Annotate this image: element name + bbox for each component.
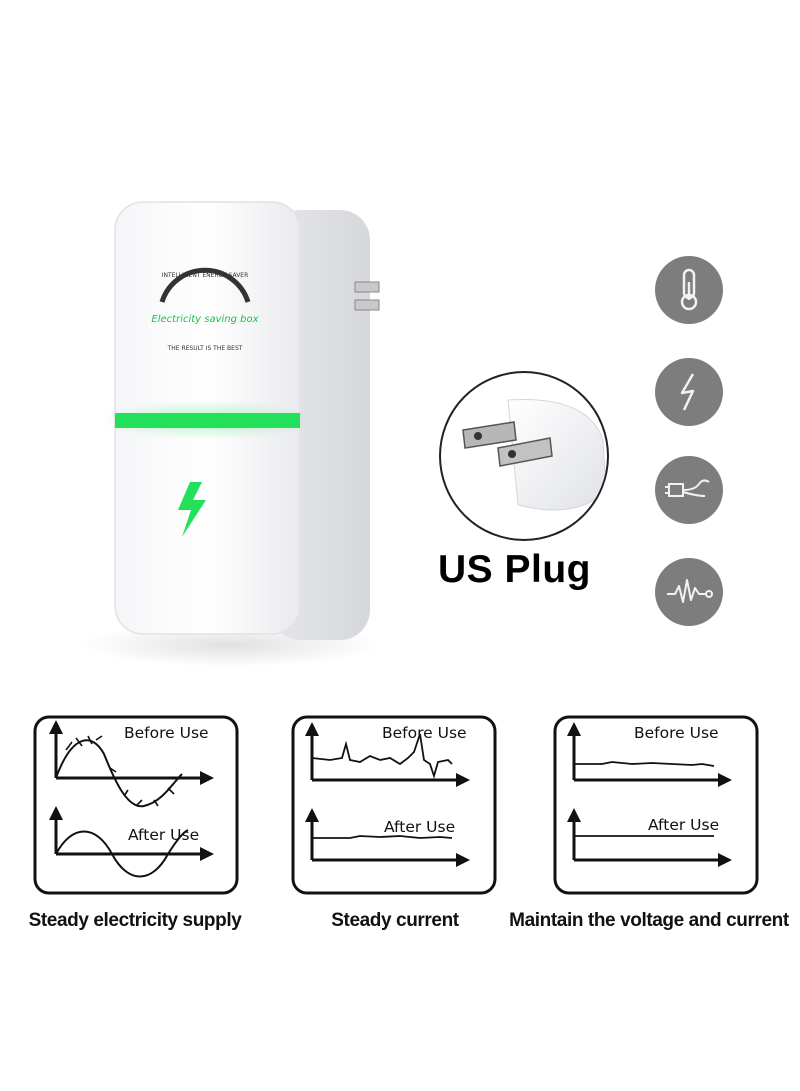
plug-prongs (462, 421, 553, 467)
svg-text:Electricity saving box: Electricity saving box (151, 314, 258, 325)
us-plug-label: US Plug (438, 548, 592, 591)
usb-plug-icon (655, 456, 723, 524)
after-use-label: After Use (128, 826, 199, 844)
comparison-panel-supply: Before Use After Use (33, 715, 239, 895)
caption-steady-supply: Steady electricity supply (28, 910, 242, 931)
after-chart (567, 808, 732, 867)
lightning-icon (655, 358, 723, 426)
lightning-bolt-icon (178, 482, 206, 537)
before-use-label: Before Use (382, 724, 467, 742)
svg-text:THE RESULT IS THE BEST: THE RESULT IS THE BEST (167, 345, 243, 352)
caption-maintain-voltage: Maintain the voltage and current (509, 910, 789, 931)
after-chart (305, 808, 470, 867)
energy-saver-device: INTELLIGENT ENERGY SAVER Electricity sav… (80, 201, 380, 667)
before-use-label: Before Use (634, 724, 719, 742)
side-prong (354, 281, 380, 311)
thermometer-icon (655, 256, 723, 324)
before-use-label: Before Use (124, 724, 209, 742)
before-chart (305, 722, 470, 787)
caption-steady-current: Steady current (331, 910, 459, 931)
comparison-panel-voltage: Before Use After Use (553, 715, 759, 895)
after-use-label: After Use (384, 818, 455, 836)
after-chart (49, 806, 214, 878)
waveform-icon (655, 558, 723, 626)
svg-text:INTELLIGENT ENERGY SAVER: INTELLIGENT ENERGY SAVER (162, 272, 249, 279)
status-light-bar (115, 413, 300, 428)
us-plug-closeup (439, 371, 609, 541)
after-use-label: After Use (648, 816, 719, 834)
brand-badge: INTELLIGENT ENERGY SAVER Electricity sav… (151, 267, 259, 352)
before-chart (567, 722, 732, 787)
comparison-panel-current: Before Use After Use (291, 715, 497, 895)
before-chart (49, 720, 214, 808)
